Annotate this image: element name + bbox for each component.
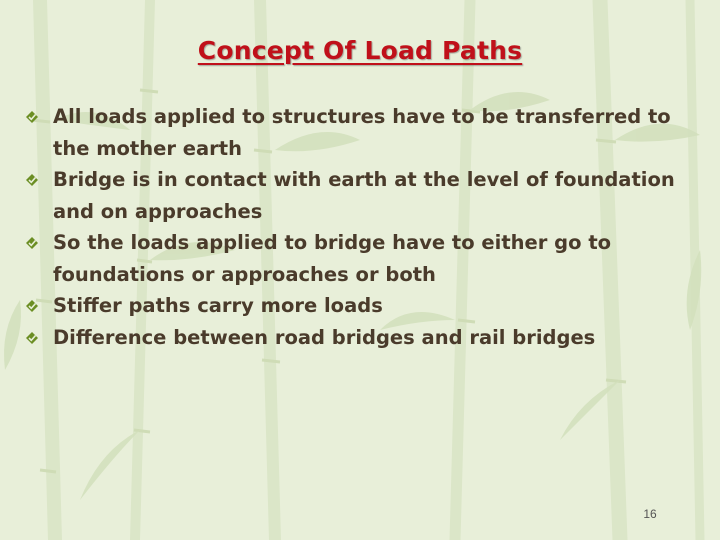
bullet-text: Bridge is in contact with earth at the l… [53,168,675,223]
bullet-text: Difference between road bridges and rail… [53,325,596,349]
bullet-item: Stiffer paths carry more loads [24,290,694,322]
bullet-item: So the loads applied to bridge have to e… [24,227,694,290]
diamond-check-bullet-icon [26,300,38,312]
slide-title: Concept Of Load Paths [197,36,523,65]
bullet-item: Difference between road bridges and rail… [24,322,694,354]
bullet-item: Bridge is in contact with earth at the l… [24,164,694,227]
bullet-list: All loads applied to structures have to … [24,101,694,353]
diamond-check-bullet-icon [26,237,38,249]
diamond-check-bullet-icon [26,331,38,344]
diamond-check-bullet-icon [26,174,38,186]
bullet-text: So the loads applied to bridge have to e… [53,231,612,286]
bullet-item: All loads applied to structures have to … [24,101,694,164]
page-number: 16 [643,507,657,521]
bullet-text: All loads applied to structures have to … [53,105,671,160]
diamond-check-bullet-icon [26,111,38,123]
bullet-text: Stiffer paths carry more loads [53,294,383,317]
